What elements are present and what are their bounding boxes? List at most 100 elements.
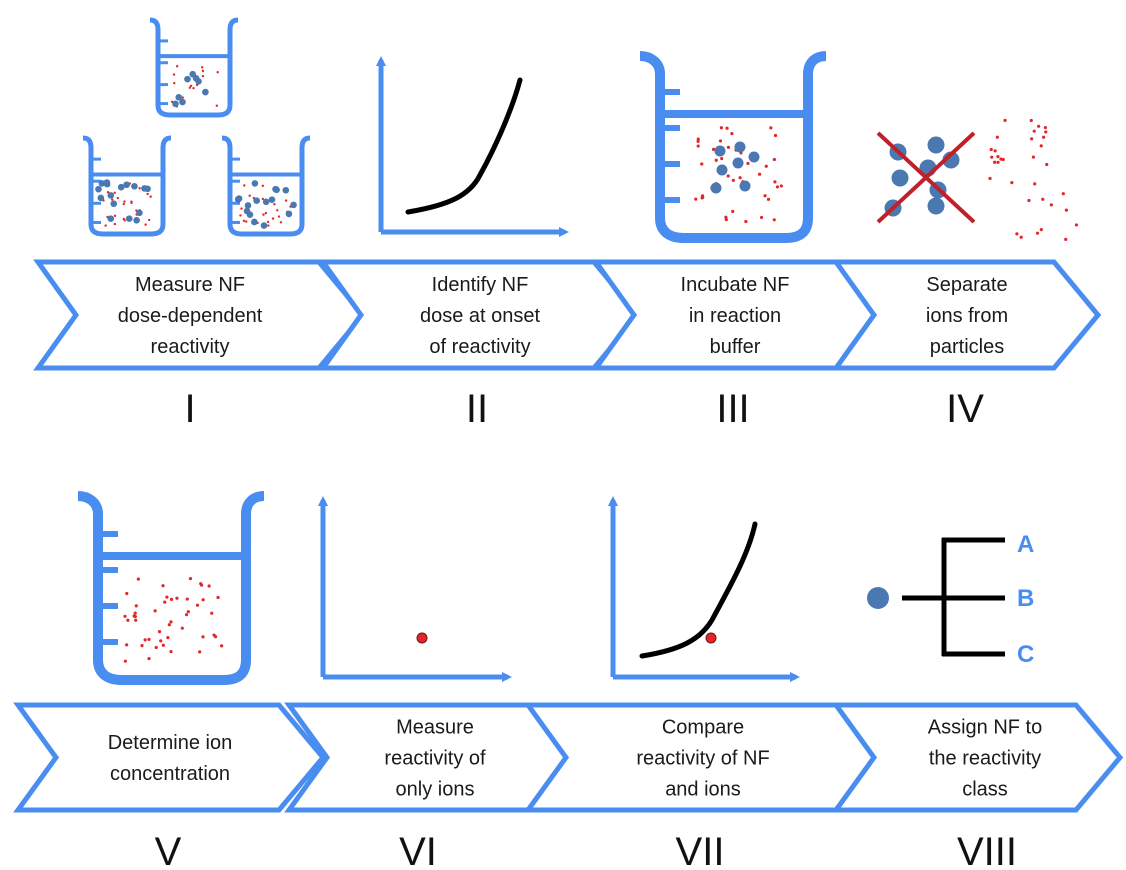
beaker-outline <box>639 51 827 243</box>
particle-dot <box>927 197 945 215</box>
ion-dot <box>730 132 734 136</box>
ion-dot <box>724 215 728 219</box>
ion-dot <box>1029 118 1033 123</box>
step-numeral: II <box>466 387 488 431</box>
ion-dot <box>1064 208 1068 212</box>
nf-reactivity-curve <box>639 521 758 659</box>
particle-dot <box>172 100 179 108</box>
ion-dot <box>1043 125 1047 130</box>
particle-dot <box>290 201 297 209</box>
ion-reactivity-point <box>705 632 717 644</box>
ion-dot <box>216 71 219 74</box>
step-label-line: only ions <box>396 779 475 801</box>
particle-dot <box>234 196 242 203</box>
ion-dot <box>147 218 151 222</box>
chevron-shape <box>33 259 367 371</box>
ion-dot <box>261 184 265 187</box>
class-label-b: B <box>1017 585 1034 612</box>
ion-dot <box>154 645 158 650</box>
curve-with-point-graph-icon <box>608 496 800 682</box>
step-label-line: particles <box>930 336 1004 358</box>
ion-dot <box>700 162 704 166</box>
classification-tree-icon: A B C <box>867 531 1034 668</box>
ion-dot <box>143 638 147 642</box>
particle-dot <box>136 209 143 217</box>
step-numeral: I <box>184 387 195 431</box>
particle-dot <box>107 192 115 199</box>
ion-dot <box>763 194 767 198</box>
ion-dot <box>122 202 125 206</box>
dose-response-curve <box>405 77 523 215</box>
step-label-line: Measure NF <box>135 274 245 296</box>
ion-dot <box>1033 182 1037 186</box>
ion-dot <box>116 196 120 200</box>
ion-dot <box>113 214 117 218</box>
ion-dot <box>990 155 994 159</box>
ion-dot <box>738 176 742 180</box>
step-label-line: buffer <box>710 336 761 358</box>
ion-dot <box>188 86 192 89</box>
particle-dot <box>133 217 140 224</box>
beaker-contents <box>123 577 224 663</box>
ion-dot <box>284 199 288 202</box>
ion-dot <box>731 209 735 213</box>
ion-dot <box>248 194 251 197</box>
particle-dot <box>748 151 760 163</box>
small-beaker-top <box>149 17 239 118</box>
ion-dot <box>719 126 724 130</box>
particle-dot <box>891 169 909 187</box>
ion-dot <box>1042 135 1046 139</box>
ion-dot <box>123 219 126 222</box>
beaker-outline <box>77 491 265 685</box>
ion-dot <box>996 160 1000 164</box>
ion-dot <box>996 155 1000 159</box>
ion-dot <box>242 219 246 223</box>
step-label-line: reactivity of NF <box>636 748 769 770</box>
particle-dot <box>195 78 202 85</box>
ion-dot <box>140 644 144 648</box>
three-beakers-with-particles-icon <box>82 17 311 237</box>
ion-dot <box>207 584 211 588</box>
ion-dot <box>1003 118 1007 122</box>
particle-dot <box>202 88 209 96</box>
step-label-line: dose-dependent <box>118 305 263 327</box>
ion-dot <box>696 144 700 148</box>
particle-dot <box>103 179 111 186</box>
ion-dot <box>123 200 126 203</box>
ion-dot <box>1061 192 1065 196</box>
ion-dot <box>146 192 149 196</box>
particle-dot <box>927 136 945 154</box>
ion-dot <box>199 583 204 587</box>
particle-dot <box>97 194 105 202</box>
chevron-shape <box>831 259 1102 371</box>
ion-dot <box>714 158 718 162</box>
ion-dot <box>772 218 776 222</box>
ion-dot <box>277 215 281 218</box>
ion-dot <box>144 223 147 226</box>
ion-dot <box>988 176 992 181</box>
ion-dot <box>195 603 200 607</box>
step-label-line: Incubate NF <box>681 274 790 296</box>
step-label-line: in reaction <box>689 305 781 327</box>
beaker-outline <box>82 135 172 237</box>
ion-dot <box>184 613 189 617</box>
nf-particle <box>867 587 889 609</box>
ion-dot <box>200 66 204 69</box>
ion-dot <box>694 197 698 201</box>
ion-dot <box>132 614 136 618</box>
ion-dot <box>201 598 205 602</box>
step-chevrons-row-2: Determine ionconcentrationMeasurereactiv… <box>13 702 1124 813</box>
ion-dot <box>169 597 174 601</box>
ion-dot <box>1045 162 1049 167</box>
ion-dot <box>726 174 730 178</box>
particle-dot <box>251 180 259 187</box>
ion-dot <box>1049 203 1053 207</box>
step-label-line: reactivity of <box>384 748 486 770</box>
ion-dot <box>189 84 193 88</box>
particle-dot <box>714 145 726 157</box>
ion-dot <box>773 180 777 184</box>
